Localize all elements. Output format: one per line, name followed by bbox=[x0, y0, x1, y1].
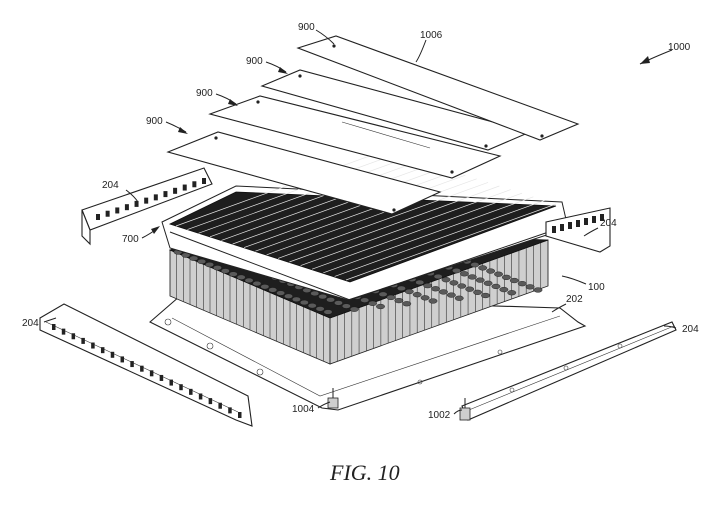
label-base-plate-202: 202 bbox=[566, 294, 583, 305]
fastener-1002 bbox=[459, 398, 471, 421]
label-cover-plate-3: 900 bbox=[196, 88, 213, 99]
label-fastener-1002: 1002 bbox=[428, 410, 451, 421]
label-rail-front-right: 204 bbox=[682, 324, 699, 335]
label-rail-back-right: 204 bbox=[600, 218, 617, 229]
interconnect-layer bbox=[161, 149, 569, 301]
cover-plate-4 bbox=[166, 131, 442, 215]
label-cells-100: 100 bbox=[588, 282, 605, 293]
label-rail-front-left: 204 bbox=[22, 318, 39, 329]
label-cover-plate-4: 900 bbox=[146, 116, 163, 127]
cover-plate-3 bbox=[208, 95, 502, 179]
leader-lines bbox=[43, 29, 677, 415]
label-top-plate-1006: 1006 bbox=[420, 30, 443, 41]
label-interconnect-700: 700 bbox=[122, 234, 139, 245]
cover-plates bbox=[166, 35, 580, 215]
figure-caption: FIG. 10 bbox=[329, 460, 400, 485]
label-rail-back-left: 204 bbox=[102, 180, 119, 191]
label-assembly-1000: 1000 bbox=[668, 42, 691, 53]
label-fastener-1004: 1004 bbox=[292, 404, 315, 415]
top-plate-1006 bbox=[296, 35, 580, 141]
label-cover-plate-1: 900 bbox=[298, 22, 315, 33]
rail-back-right bbox=[545, 207, 611, 253]
label-cover-plate-2: 900 bbox=[246, 56, 263, 67]
rail-front-left bbox=[39, 303, 253, 427]
rail-back-left bbox=[81, 167, 213, 246]
